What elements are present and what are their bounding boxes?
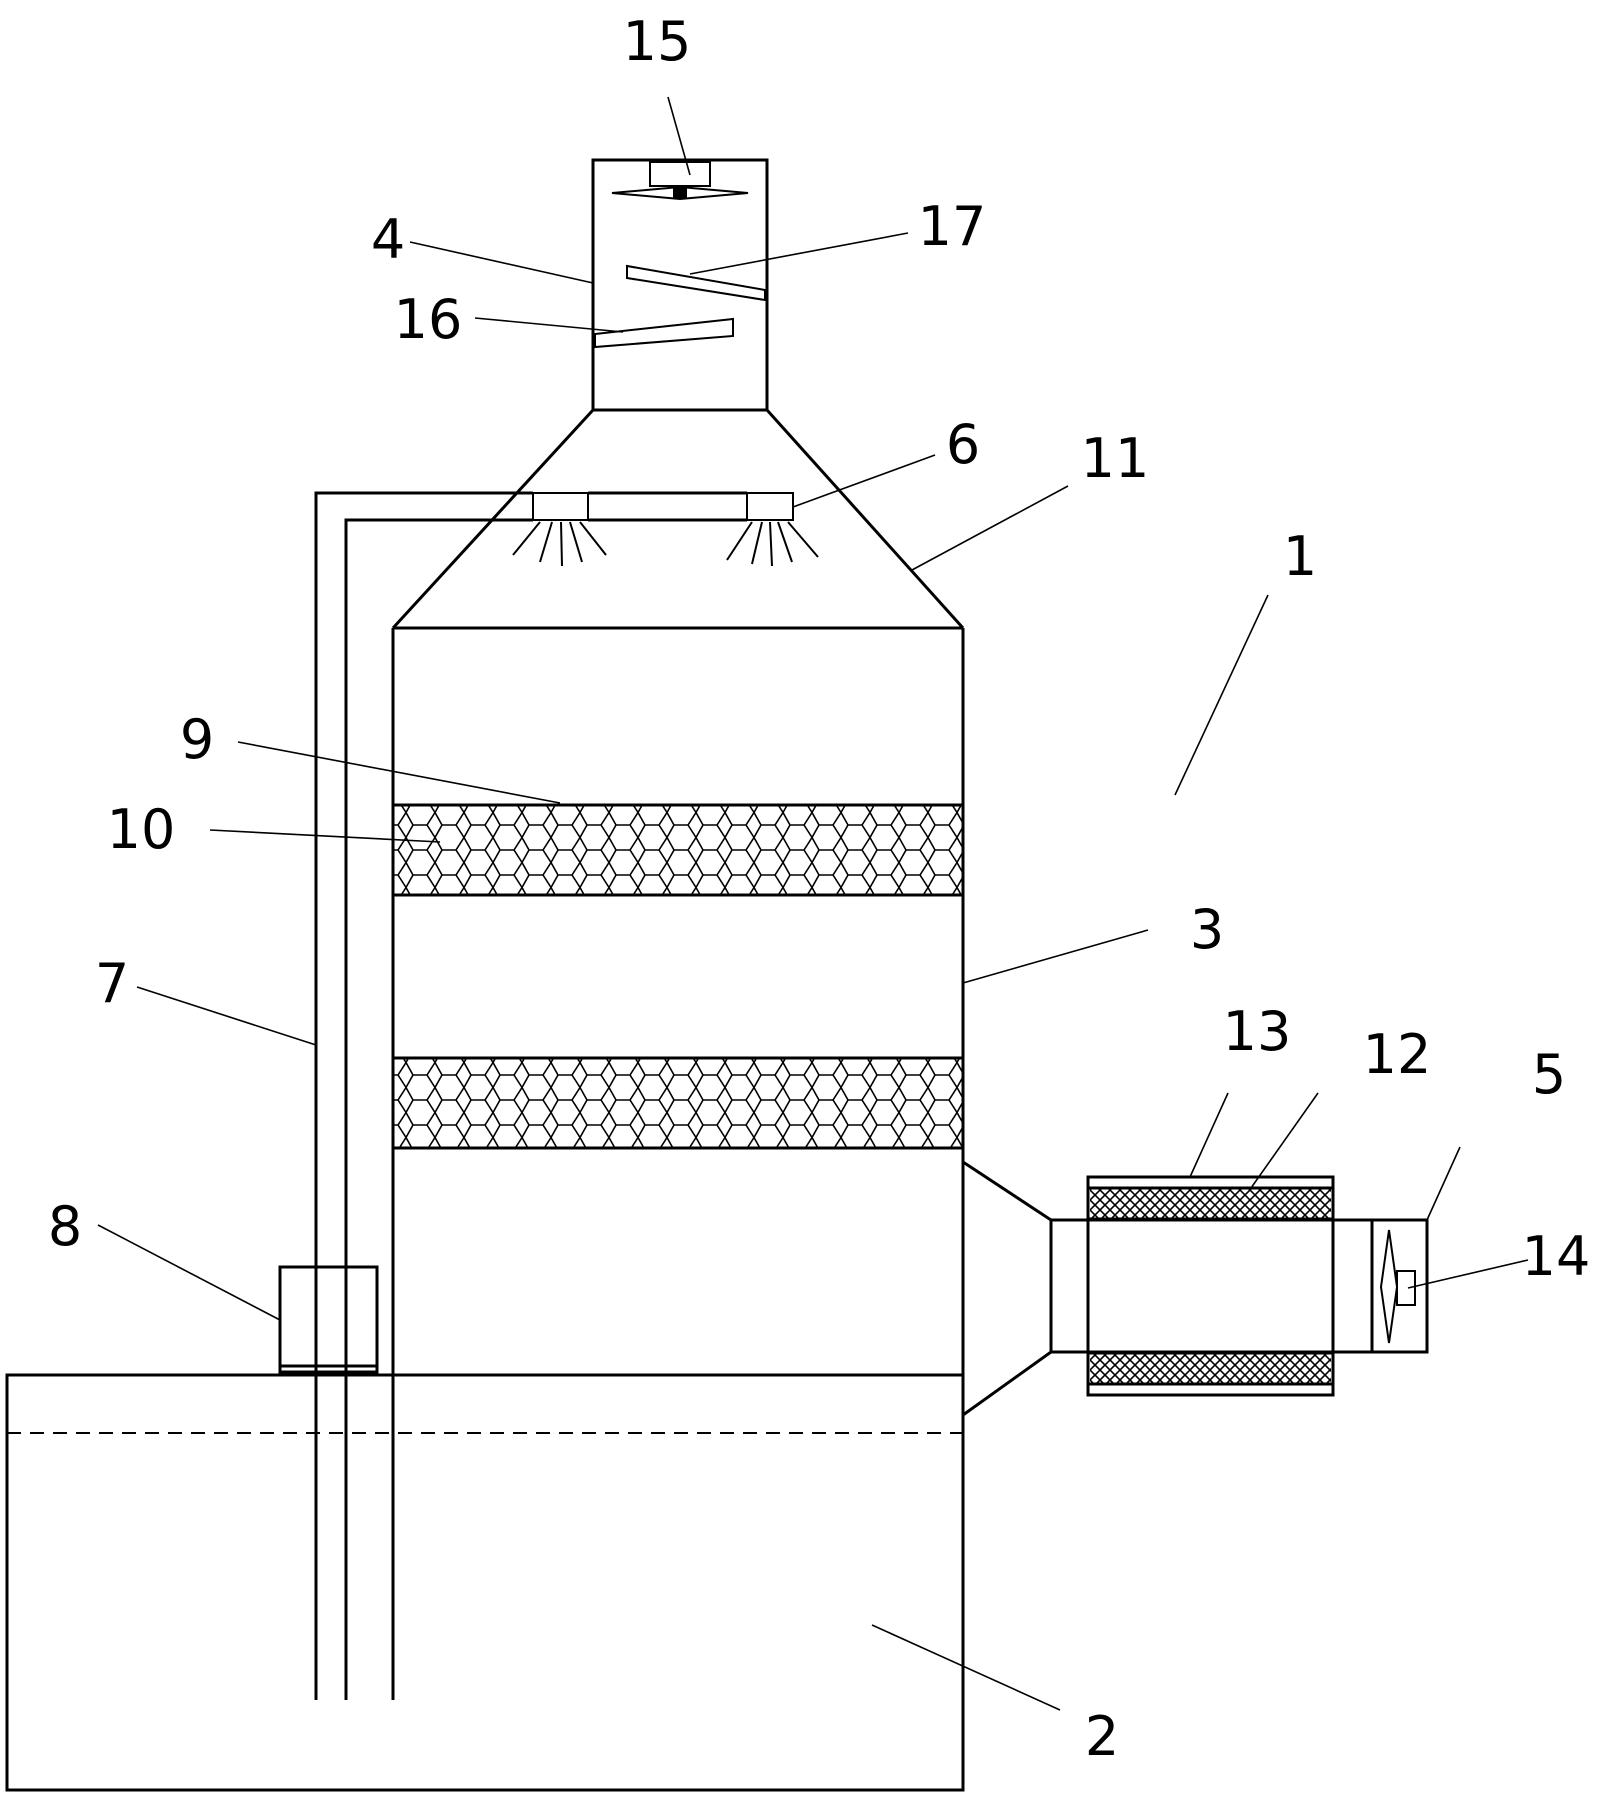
water-pump (278, 1265, 379, 1374)
label-4: 4 (371, 208, 405, 271)
inlet-fan (1370, 1220, 1416, 1352)
label-3: 3 (1190, 898, 1224, 961)
label-10: 10 (107, 798, 176, 861)
spray-nozzle-left (512, 492, 607, 567)
filter-housing (1086, 1175, 1335, 1397)
packing-layer-upper (393, 803, 963, 897)
label-7: 7 (95, 952, 129, 1015)
leader-lines (97, 96, 1529, 1711)
exhaust-chimney (591, 158, 769, 412)
label-17: 17 (918, 195, 987, 258)
label-11: 11 (1081, 427, 1150, 490)
label-14: 14 (1522, 1225, 1591, 1288)
top-fan (611, 161, 749, 201)
inlet-transition (962, 1160, 1052, 1417)
label-16: 16 (394, 288, 463, 351)
label-2: 2 (1085, 1705, 1119, 1768)
label-9: 9 (180, 708, 214, 771)
packing-layer-lower (393, 1056, 963, 1150)
label-1: 1 (1283, 525, 1317, 588)
baffle-upper (626, 264, 766, 302)
label-5: 5 (1532, 1043, 1566, 1106)
spray-nozzle-right (726, 492, 819, 567)
baffle-lower (594, 317, 734, 349)
tower-body (391, 626, 965, 1700)
label-8: 8 (48, 1195, 82, 1258)
label-15: 15 (623, 10, 692, 73)
label-13: 13 (1223, 1000, 1292, 1063)
label-6: 6 (946, 413, 980, 476)
number-labels: 15 17 4 16 6 11 1 9 10 3 7 13 12 5 14 8 … (48, 10, 1591, 1768)
label-12: 12 (1363, 1023, 1432, 1086)
spray-pipe (314, 491, 747, 1700)
water-tank (5, 1373, 965, 1792)
